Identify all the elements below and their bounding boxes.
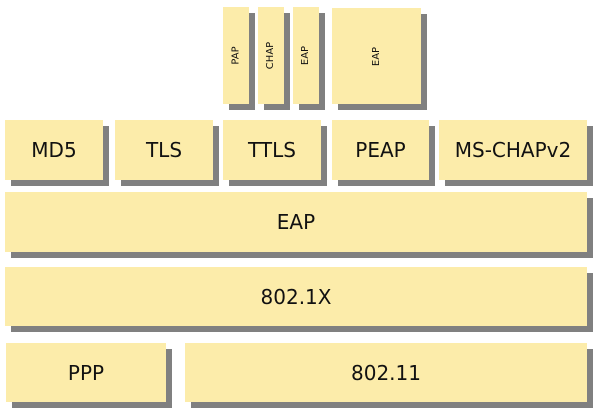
80211-label: 802.11 xyxy=(351,360,421,385)
peap-label: PEAP xyxy=(355,138,406,162)
eap-layer-label: EAP xyxy=(276,210,316,234)
inner-eap-box-ttls: EAP xyxy=(293,7,319,104)
inner-chap-label: CHAP xyxy=(265,41,277,70)
inner-eap-box-peap: EAP xyxy=(332,8,421,104)
ppp-label: PPP xyxy=(67,360,105,385)
tls-label: TLS xyxy=(145,138,183,162)
mschapv2-label: MS-CHAPv2 xyxy=(454,138,572,162)
80211-box: 802.11 xyxy=(185,343,587,402)
peap-box: PEAP xyxy=(332,120,429,180)
eap-layer-box: EAP xyxy=(5,192,587,252)
inner-pap-label: PAP xyxy=(230,46,242,65)
inner-pap-box: PAP xyxy=(223,7,249,104)
md5-label: MD5 xyxy=(31,138,77,162)
ttls-box: TTLS xyxy=(223,120,321,180)
inner-eap-label-ttls: EAP xyxy=(300,45,312,66)
8021x-layer-box: 802.1X xyxy=(5,267,587,326)
tls-box: TLS xyxy=(115,120,213,180)
inner-eap-label-peap: EAP xyxy=(370,46,382,66)
ppp-box: PPP xyxy=(6,343,166,402)
mschapv2-box: MS-CHAPv2 xyxy=(439,120,587,180)
md5-box: MD5 xyxy=(5,120,103,180)
8021x-layer-label: 802.1X xyxy=(260,284,332,309)
inner-chap-box: CHAP xyxy=(258,7,284,104)
ttls-label: TTLS xyxy=(248,138,296,162)
